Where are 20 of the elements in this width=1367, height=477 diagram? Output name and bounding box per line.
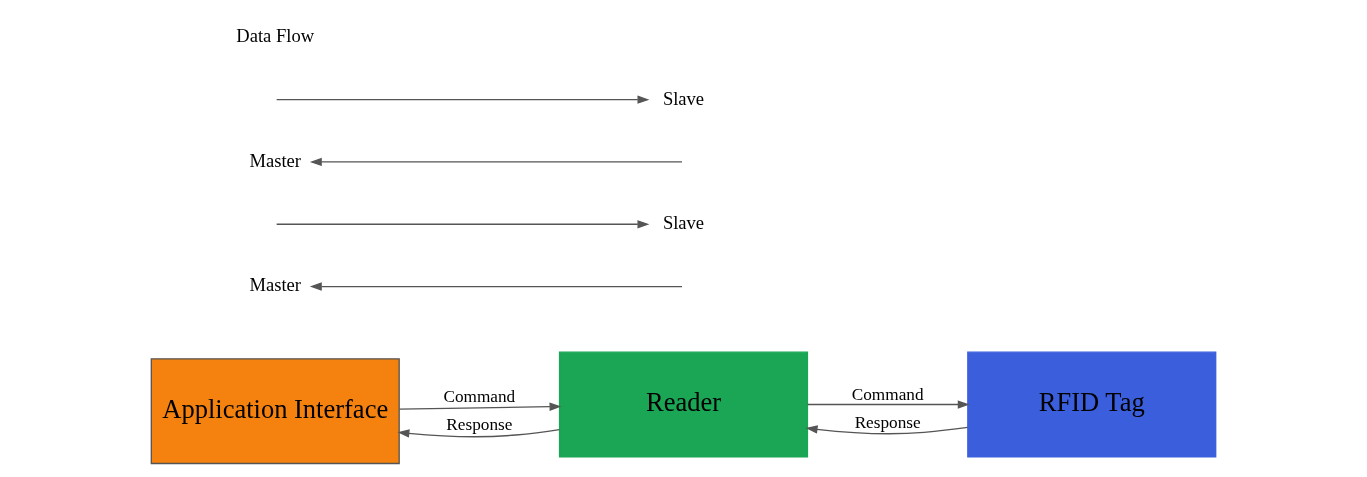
label: Data Flow	[236, 25, 315, 47]
edge-label: Command	[443, 387, 516, 407]
arrow	[806, 400, 970, 409]
arrow	[805, 425, 969, 435]
arrow	[309, 157, 683, 167]
arrow	[309, 282, 683, 291]
node-text: Slave	[662, 87, 705, 109]
arrow	[275, 220, 650, 229]
arrow	[397, 428, 561, 438]
arrow	[398, 402, 562, 411]
node-box: Application Interface	[150, 358, 400, 465]
node-box: Reader	[558, 351, 809, 458]
edge-label: Response	[854, 412, 921, 432]
edge-label: Command	[851, 384, 924, 404]
arrow	[275, 95, 650, 104]
node-text: Master	[249, 274, 301, 296]
edge-label: Response	[446, 415, 513, 435]
node-box: RFID Tag	[967, 351, 1217, 458]
node-text: Slave	[662, 212, 705, 234]
node-text: Master	[249, 149, 301, 171]
